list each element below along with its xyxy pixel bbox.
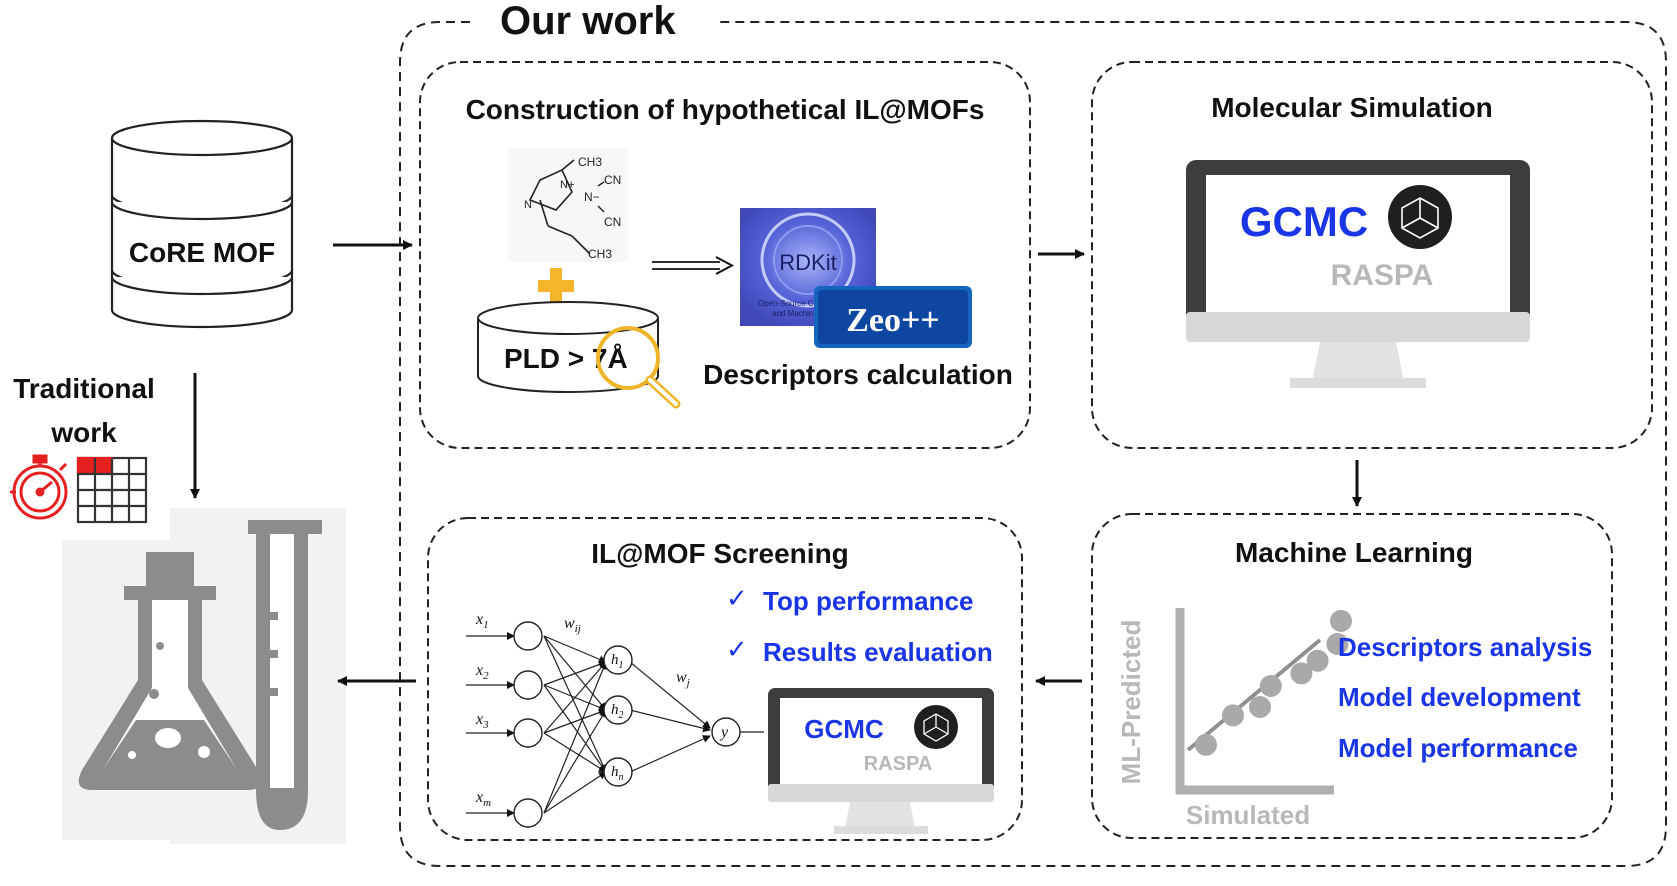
svg-text:CH3: CH3 — [578, 155, 602, 169]
ml-scatter-point — [1290, 662, 1313, 685]
ml-scatter-point — [1330, 609, 1352, 632]
simulation-panel — [1091, 61, 1653, 449]
svg-text:CH3: CH3 — [588, 247, 612, 261]
pld-cylinder — [477, 301, 659, 393]
screening-panel — [427, 517, 1023, 841]
double-arrow-icon — [652, 256, 735, 275]
rdkit-label: RDKit — [779, 250, 836, 275]
simulation-gcmc: GCMC — [1240, 198, 1368, 245]
construction-panel — [419, 61, 1031, 449]
database-label: CoRE MOF — [129, 237, 275, 268]
ml-scatter-plot — [1175, 608, 1352, 795]
stopwatch-icon — [10, 454, 68, 520]
ml-item-2: Model development — [1338, 682, 1581, 712]
svg-text:and Machin: and Machin — [772, 309, 813, 318]
plus-icon — [538, 268, 574, 304]
svg-text:wj: wj — [676, 669, 690, 689]
nn-input-1: x — [475, 611, 483, 628]
check-icon-1: ✓ — [726, 583, 748, 613]
ionic-liquid-molecule: CH3 N+ N CH3 CN N− CN — [508, 148, 628, 262]
traditional-label-line1: Traditional — [13, 373, 155, 404]
traditional-label-line2: work — [50, 417, 117, 448]
database-icon — [110, 119, 294, 329]
ml-scatter-point — [1259, 675, 1282, 697]
svg-text:x1: x1 — [475, 611, 489, 631]
magnifier-icon — [596, 326, 681, 409]
lab-flask-icon — [62, 508, 346, 844]
check-item-1: Top performance — [763, 586, 973, 616]
simulation-title: Molecular Simulation — [1211, 92, 1493, 123]
simulation-raspa: RASPA — [1331, 259, 1434, 292]
ml-scatter-point — [1326, 633, 1349, 655]
neural-network — [466, 621, 764, 828]
ml-title: Machine Learning — [1235, 537, 1473, 568]
check-icon-2: ✓ — [726, 634, 748, 664]
nn-weight-ij: w — [564, 615, 575, 632]
calendar-grid-icon — [76, 456, 148, 524]
ml-item-1: Descriptors analysis — [1338, 632, 1592, 662]
svg-text:x2: x2 — [475, 662, 489, 682]
descriptors-calculation-label: Descriptors calculation — [703, 359, 1013, 390]
ml-scatter-point — [1195, 733, 1217, 756]
ml-y-axis-label: ML-Predicted — [1116, 620, 1146, 785]
svg-text:wij: wij — [564, 615, 581, 635]
nn-input-2: x — [475, 662, 483, 679]
screening-gcmc: GCMC — [804, 714, 884, 744]
nn-hidden-1: h — [611, 652, 619, 668]
construction-title: Construction of hypothetical IL@MOFs — [466, 94, 985, 125]
nn-hidden-n: h — [611, 764, 619, 780]
nn-weight-j: w — [676, 669, 687, 686]
svg-text:Open-Source Ch: Open-Source Ch — [758, 299, 818, 308]
pld-label: PLD > 7Å — [504, 343, 628, 374]
svg-text:CN: CN — [604, 173, 621, 187]
ml-scatter-point — [1222, 704, 1244, 727]
screening-raspa: RASPA — [864, 753, 933, 775]
nn-output: y — [719, 724, 729, 741]
zeo-label: Zeo++ — [846, 302, 940, 339]
zeo-logo: Zeo++ — [814, 286, 972, 348]
screening-title: IL@MOF Screening — [591, 538, 849, 569]
svg-text:xm: xm — [475, 789, 491, 809]
ml-item-3: Model performance — [1338, 733, 1578, 763]
svg-text:CN: CN — [604, 215, 621, 229]
svg-text:hn: hn — [611, 764, 624, 783]
ml-scatter-point — [1306, 649, 1329, 672]
svg-text:h2: h2 — [611, 702, 624, 721]
our-work-title: Our work — [500, 0, 676, 43]
ml-panel — [1091, 513, 1613, 839]
nn-input-3: x — [475, 711, 483, 728]
svg-text:N+: N+ — [560, 179, 574, 191]
ml-scatter-point — [1249, 696, 1271, 718]
svg-text:N: N — [524, 199, 532, 211]
svg-text:x3: x3 — [475, 711, 489, 731]
our-work-frame — [399, 21, 1667, 867]
simulation-monitor — [1186, 160, 1530, 388]
nn-hidden-2: h — [611, 702, 619, 718]
svg-text:h1: h1 — [611, 652, 624, 671]
svg-text:N−: N− — [584, 190, 600, 204]
ml-x-axis-label: Simulated — [1186, 800, 1310, 830]
check-item-2: Results evaluation — [763, 637, 993, 667]
screening-monitor — [768, 688, 994, 834]
nn-input-m: x — [475, 789, 483, 806]
